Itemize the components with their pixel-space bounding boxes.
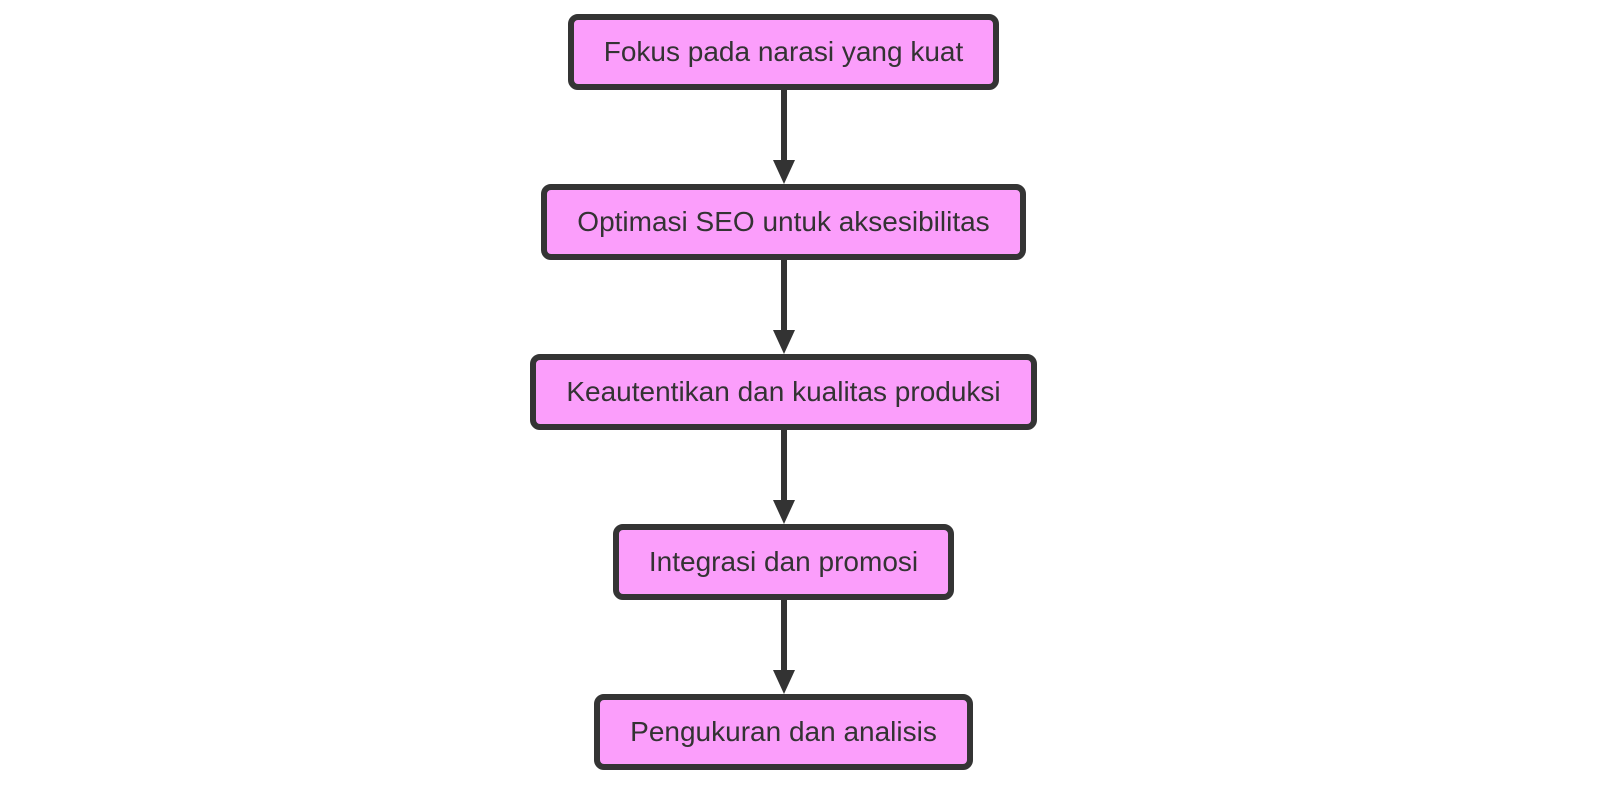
- arrow-down-icon: [772, 90, 795, 184]
- flowchart: Fokus pada narasi yang kuat Optimasi SEO…: [0, 14, 1567, 770]
- arrow-down-icon: [772, 600, 795, 694]
- flowchart-node-step5: Pengukuran dan analisis: [594, 694, 973, 770]
- arrow-down-icon: [772, 260, 795, 354]
- flowchart-node-step3: Keautentikan dan kualitas produksi: [530, 354, 1037, 430]
- flowchart-node-step2: Optimasi SEO untuk aksesibilitas: [541, 184, 1026, 260]
- flowchart-node-step4: Integrasi dan promosi: [612, 524, 955, 600]
- arrow-down-icon: [772, 430, 795, 524]
- flowchart-node-step1: Fokus pada narasi yang kuat: [567, 14, 1000, 90]
